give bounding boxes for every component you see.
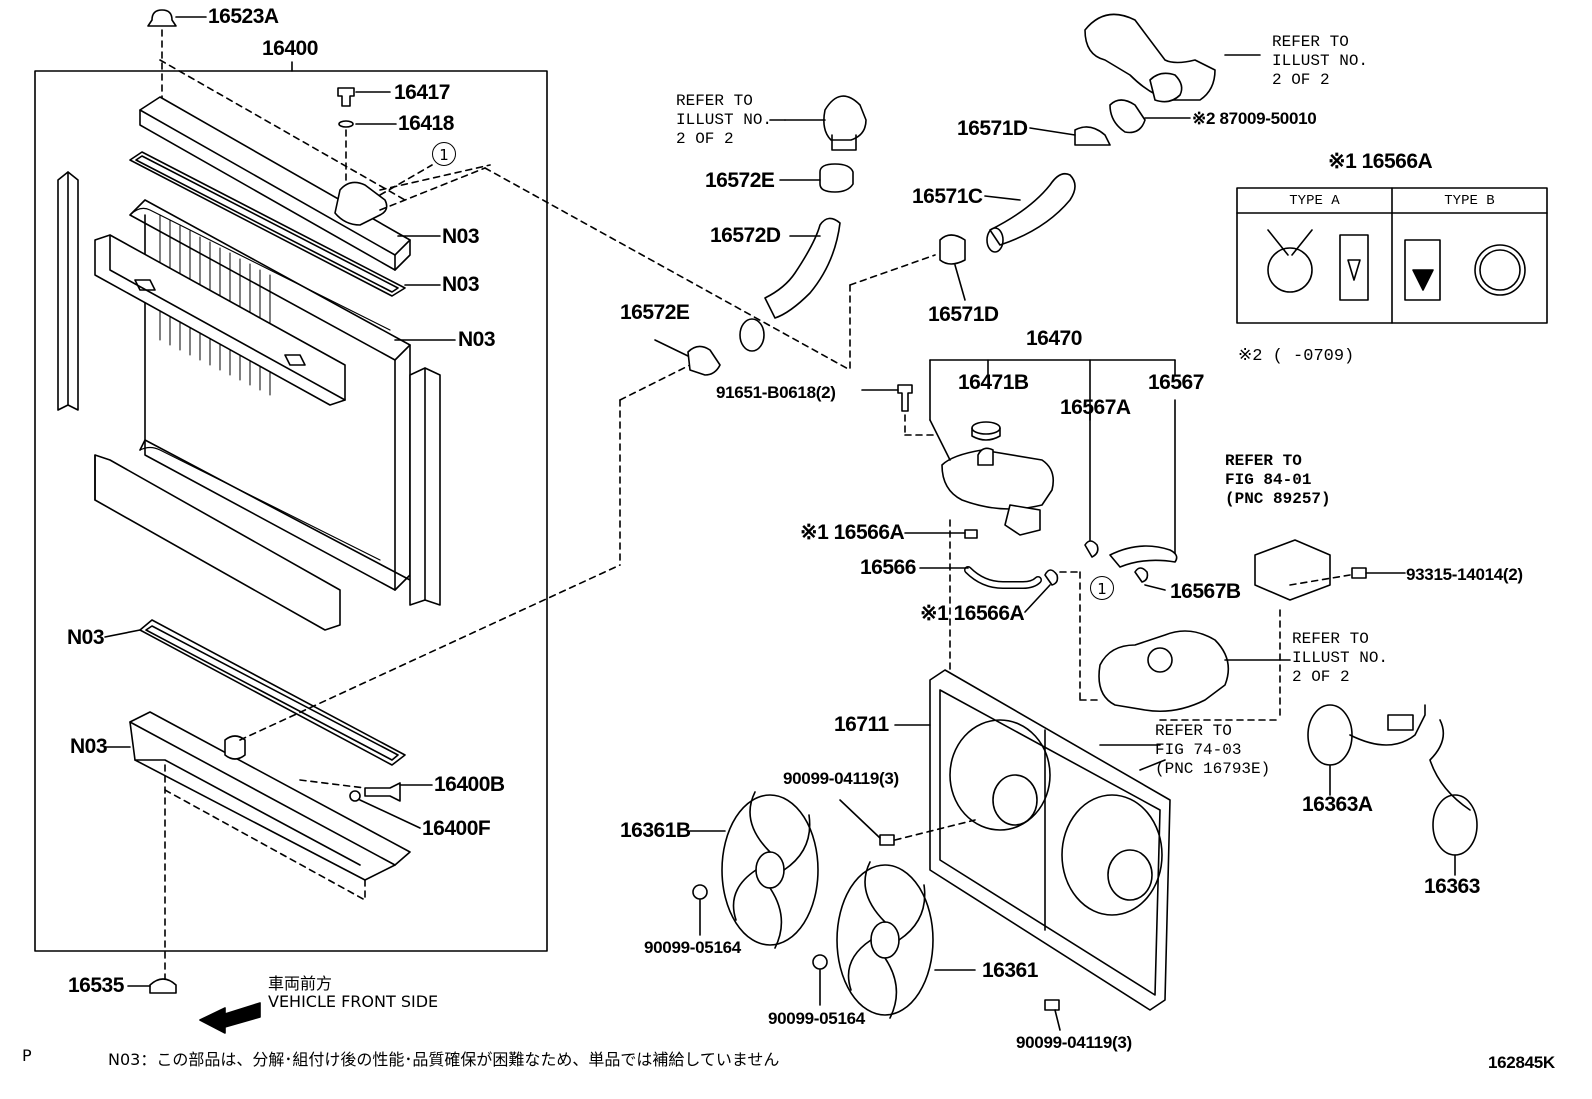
label-16567: 16567 — [1148, 371, 1204, 394]
fan-16361B — [721, 791, 819, 949]
label-90099-05164-b: 90099-05164 — [768, 1009, 865, 1028]
label-16361B: 16361B — [620, 819, 691, 842]
refer-ecu: REFER TO FIG 84-01 (PNC 89257) — [1225, 452, 1331, 508]
label-16567A: 16567A — [1060, 396, 1131, 419]
footer-note: N03：この部品は、分解･組付け後の性能･品質確保が困難なため、単品では補給して… — [108, 1050, 780, 1069]
label-16400F: 16400F — [422, 817, 491, 840]
label-16572E-mid: 16572E — [620, 301, 690, 324]
water-outlet-pipe — [1084, 13, 1216, 103]
note-2: ※2 ( -0709) — [1238, 347, 1355, 366]
water-inlet-housing — [1098, 630, 1230, 713]
figure-code: 162845K — [1488, 1053, 1555, 1072]
label-16566: 16566 — [860, 556, 916, 579]
label-16572E-top: 16572E — [705, 169, 775, 192]
label-87009: ※2 87009-50010 — [1192, 109, 1317, 128]
clamp-type-table — [1236, 187, 1548, 324]
label-16571D-top: 16571D — [957, 117, 1028, 140]
label-90099-05164-a: 90099-05164 — [644, 938, 741, 957]
fan-16361 — [836, 861, 934, 1019]
label-16571D-bot: 16571D — [928, 303, 999, 326]
radiator-assembly-frame — [34, 70, 548, 952]
label-16418: 16418 — [398, 112, 454, 135]
label-16363: 16363 — [1424, 875, 1480, 898]
refer-inlet: REFER TO ILLUST NO. 2 OF 2 — [1292, 630, 1389, 686]
thermostat-housing — [823, 95, 867, 151]
label-91651: 91651-B0618(2) — [716, 383, 836, 402]
refer-thermostat: REFER TO ILLUST NO. 2 OF 2 — [676, 92, 773, 148]
label-16566A-title: ※1 16566A — [1328, 150, 1433, 173]
reservoir-tank — [929, 359, 1176, 556]
fan-shroud — [929, 669, 1171, 1011]
fan-motor-16363A — [1307, 704, 1426, 766]
radiator-lower-tank — [129, 711, 411, 881]
radiator-upper-tank — [139, 59, 411, 271]
front-arrow-icon — [199, 1002, 261, 1034]
label-n03-e: N03 — [70, 735, 108, 758]
label-16571C: 16571C — [912, 185, 983, 208]
label-16400: 16400 — [262, 37, 318, 60]
label-16572D: 16572D — [710, 224, 781, 247]
label-16363A: 16363A — [1302, 793, 1373, 816]
footer-p: P — [22, 1046, 32, 1065]
label-16361: 16361 — [982, 959, 1038, 982]
circle-mark-1: 1 — [432, 142, 456, 166]
type-b-header: TYPE B — [1444, 193, 1495, 209]
label-16566A-2: ※1 16566A — [920, 602, 1025, 625]
label-16567B: 16567B — [1170, 580, 1241, 603]
label-n03-d: N03 — [67, 626, 105, 649]
circle-mark-1b: 1 — [1090, 576, 1114, 600]
label-16523A: 16523A — [208, 5, 279, 28]
refer-outlet: REFER TO ILLUST NO. 2 OF 2 — [1272, 33, 1369, 89]
label-n03-b: N03 — [442, 273, 480, 296]
label-16711: 16711 — [834, 713, 889, 736]
label-90099-04119-b: 90099-04119(3) — [1016, 1033, 1132, 1052]
type-a-header: TYPE A — [1289, 193, 1340, 209]
front-label-en: VEHICLE FRONT SIDE — [268, 992, 439, 1011]
label-16566A-1: ※1 16566A — [800, 521, 905, 544]
label-93315: 93315-14014(2) — [1406, 565, 1523, 584]
front-label-jp: 車両前方 — [268, 974, 333, 993]
label-n03-a: N03 — [442, 225, 480, 248]
refer-fig74: REFER TO FIG 74-03 (PNC 16793E) — [1155, 722, 1271, 778]
radiator-cap-top — [147, 9, 207, 101]
label-16535: 16535 — [68, 974, 124, 997]
label-16417: 16417 — [394, 81, 450, 104]
label-90099-04119-a: 90099-04119(3) — [783, 769, 899, 788]
radiator-core — [129, 199, 411, 591]
label-16471B: 16471B — [958, 371, 1029, 394]
label-n03-c: N03 — [458, 328, 496, 351]
fan-motor-16363 — [1429, 719, 1478, 856]
label-16470: 16470 — [1026, 327, 1082, 350]
label-16400B: 16400B — [434, 773, 505, 796]
